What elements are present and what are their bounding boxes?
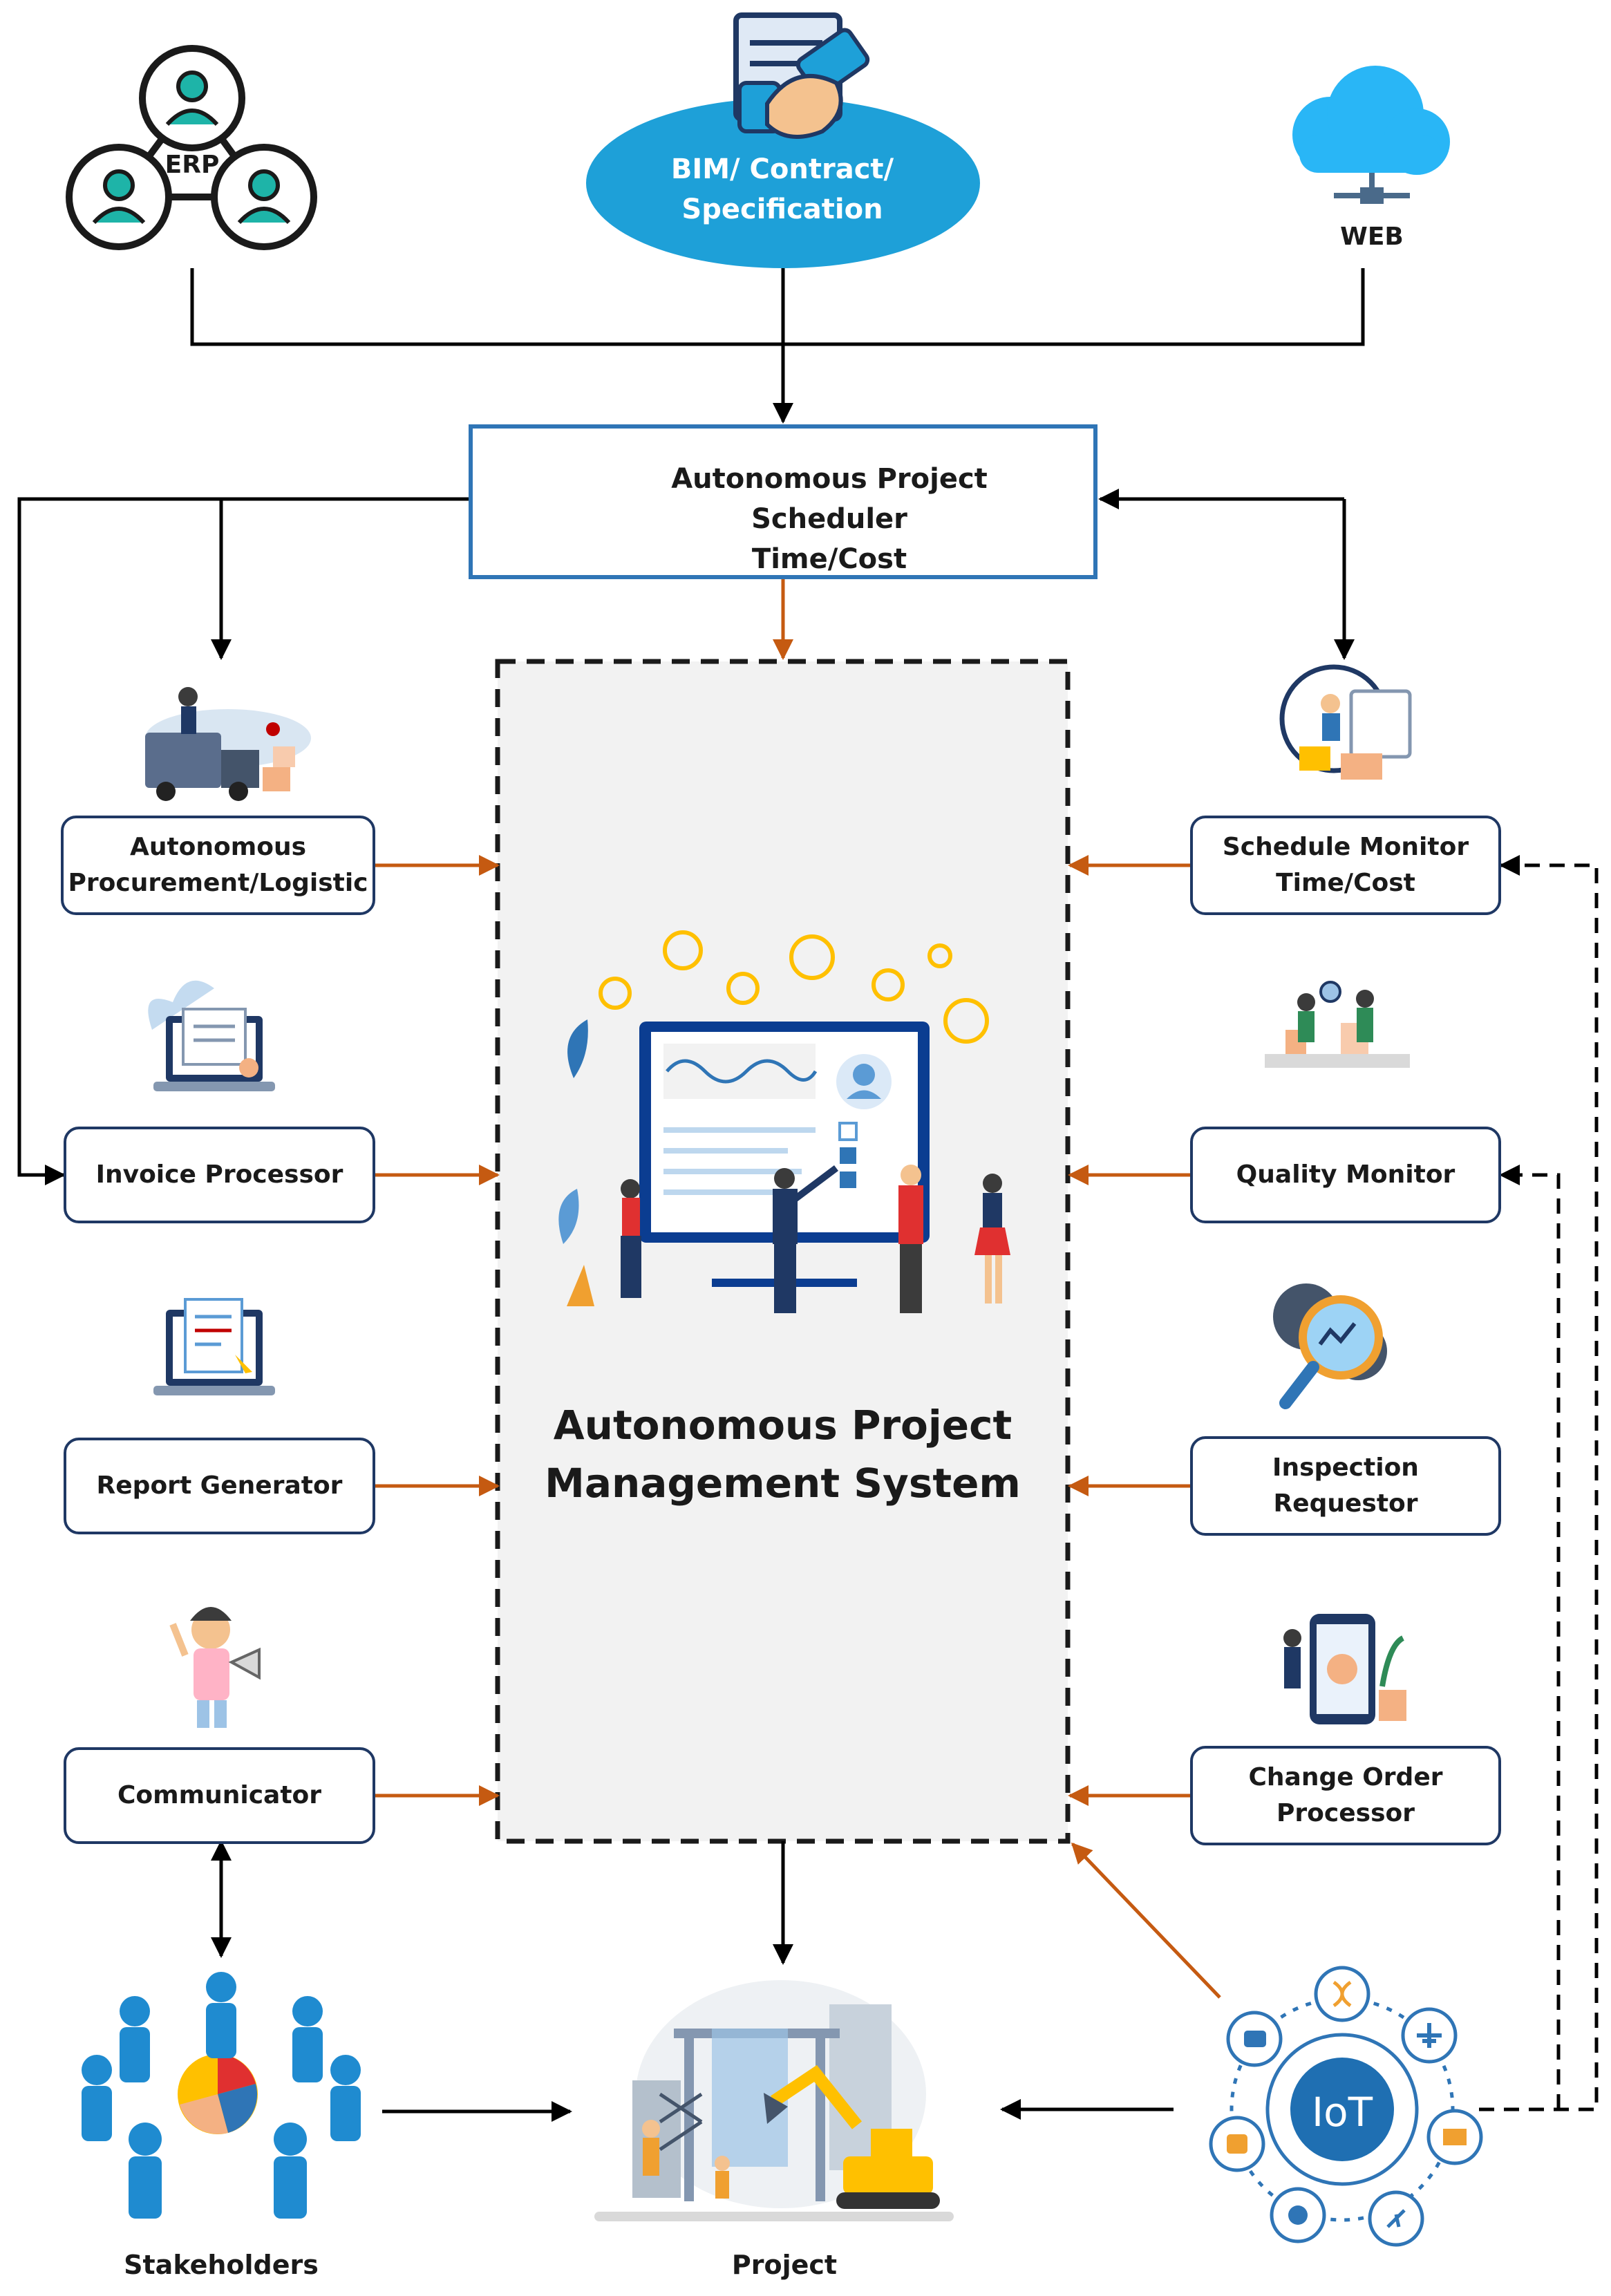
speaker-person-icon <box>169 1607 261 1728</box>
phone-transaction-icon <box>1283 1614 1406 1724</box>
agent-label: Schedule Monitor Time/Cost <box>1222 832 1469 897</box>
left-orange-arrows <box>375 855 500 1806</box>
iot-label: IoT <box>1311 2089 1373 2136</box>
scheduler-label: Autonomous Project Scheduler Time/Cost <box>671 463 988 575</box>
top-connectors <box>190 266 1365 424</box>
agent-label: Quality Monitor <box>1236 1160 1455 1189</box>
clock-calendar-icon <box>1279 664 1412 780</box>
agent-label: Inspection Requestor <box>1272 1453 1419 1518</box>
stakeholders-group-icon <box>82 1972 361 2219</box>
agent-procurement-logistic[interactable]: Autonomous Procurement/Logistic <box>61 816 375 915</box>
report-laptop-icon <box>153 1298 275 1395</box>
scheduler-box <box>469 424 1097 579</box>
erp-label: ERP <box>164 151 220 179</box>
logistics-truck-icon <box>145 687 311 801</box>
agent-inspection-requestor[interactable]: Inspection Requestor <box>1190 1436 1501 1536</box>
agent-invoice-processor[interactable]: Invoice Processor <box>64 1127 375 1223</box>
scheduler-connectors <box>17 489 1355 1185</box>
project-label: Project <box>731 2250 838 2280</box>
agent-label: Report Generator <box>96 1471 343 1500</box>
agent-schedule-monitor[interactable]: Schedule Monitor Time/Cost <box>1190 816 1501 915</box>
stakeholders-label: Stakeholders <box>124 2250 319 2280</box>
bim-contract-label: BIM/ Contract/ Specification <box>670 153 894 225</box>
gear-magnifier-icon <box>1273 1283 1387 1409</box>
agent-label: Change Order Processor <box>1248 1762 1443 1827</box>
agent-quality-monitor[interactable]: Quality Monitor <box>1190 1127 1501 1223</box>
cloud-web-icon <box>1292 66 1450 204</box>
bim-ellipse <box>586 98 980 268</box>
quality-team-icon <box>1265 981 1410 1068</box>
agent-label: Autonomous Procurement/Logistic <box>68 832 368 897</box>
agent-report-generator[interactable]: Report Generator <box>64 1438 375 1534</box>
iot-to-center-arrow <box>1071 1842 1221 1999</box>
agent-label: Invoice Processor <box>95 1160 343 1189</box>
invoice-laptop-icon <box>148 980 275 1091</box>
agent-label: Communicator <box>117 1780 322 1809</box>
iot-dashed-feedback <box>1479 855 1599 2111</box>
construction-site-icon <box>594 1980 954 2221</box>
erp-network-icon <box>66 45 317 250</box>
web-label: WEB <box>1340 223 1404 251</box>
right-orange-arrows <box>1068 855 1190 1806</box>
iot-hub-icon <box>1209 1966 1483 2247</box>
handshake-document-icon <box>733 12 870 139</box>
center-title: Autonomous Project Management System <box>545 1402 1021 1507</box>
agent-communicator[interactable]: Communicator <box>64 1747 375 1844</box>
team-dashboard-illustration <box>558 930 1010 1313</box>
bottom-connectors <box>211 1840 1174 2122</box>
agent-change-order-processor[interactable]: Change Order Processor <box>1190 1746 1501 1845</box>
